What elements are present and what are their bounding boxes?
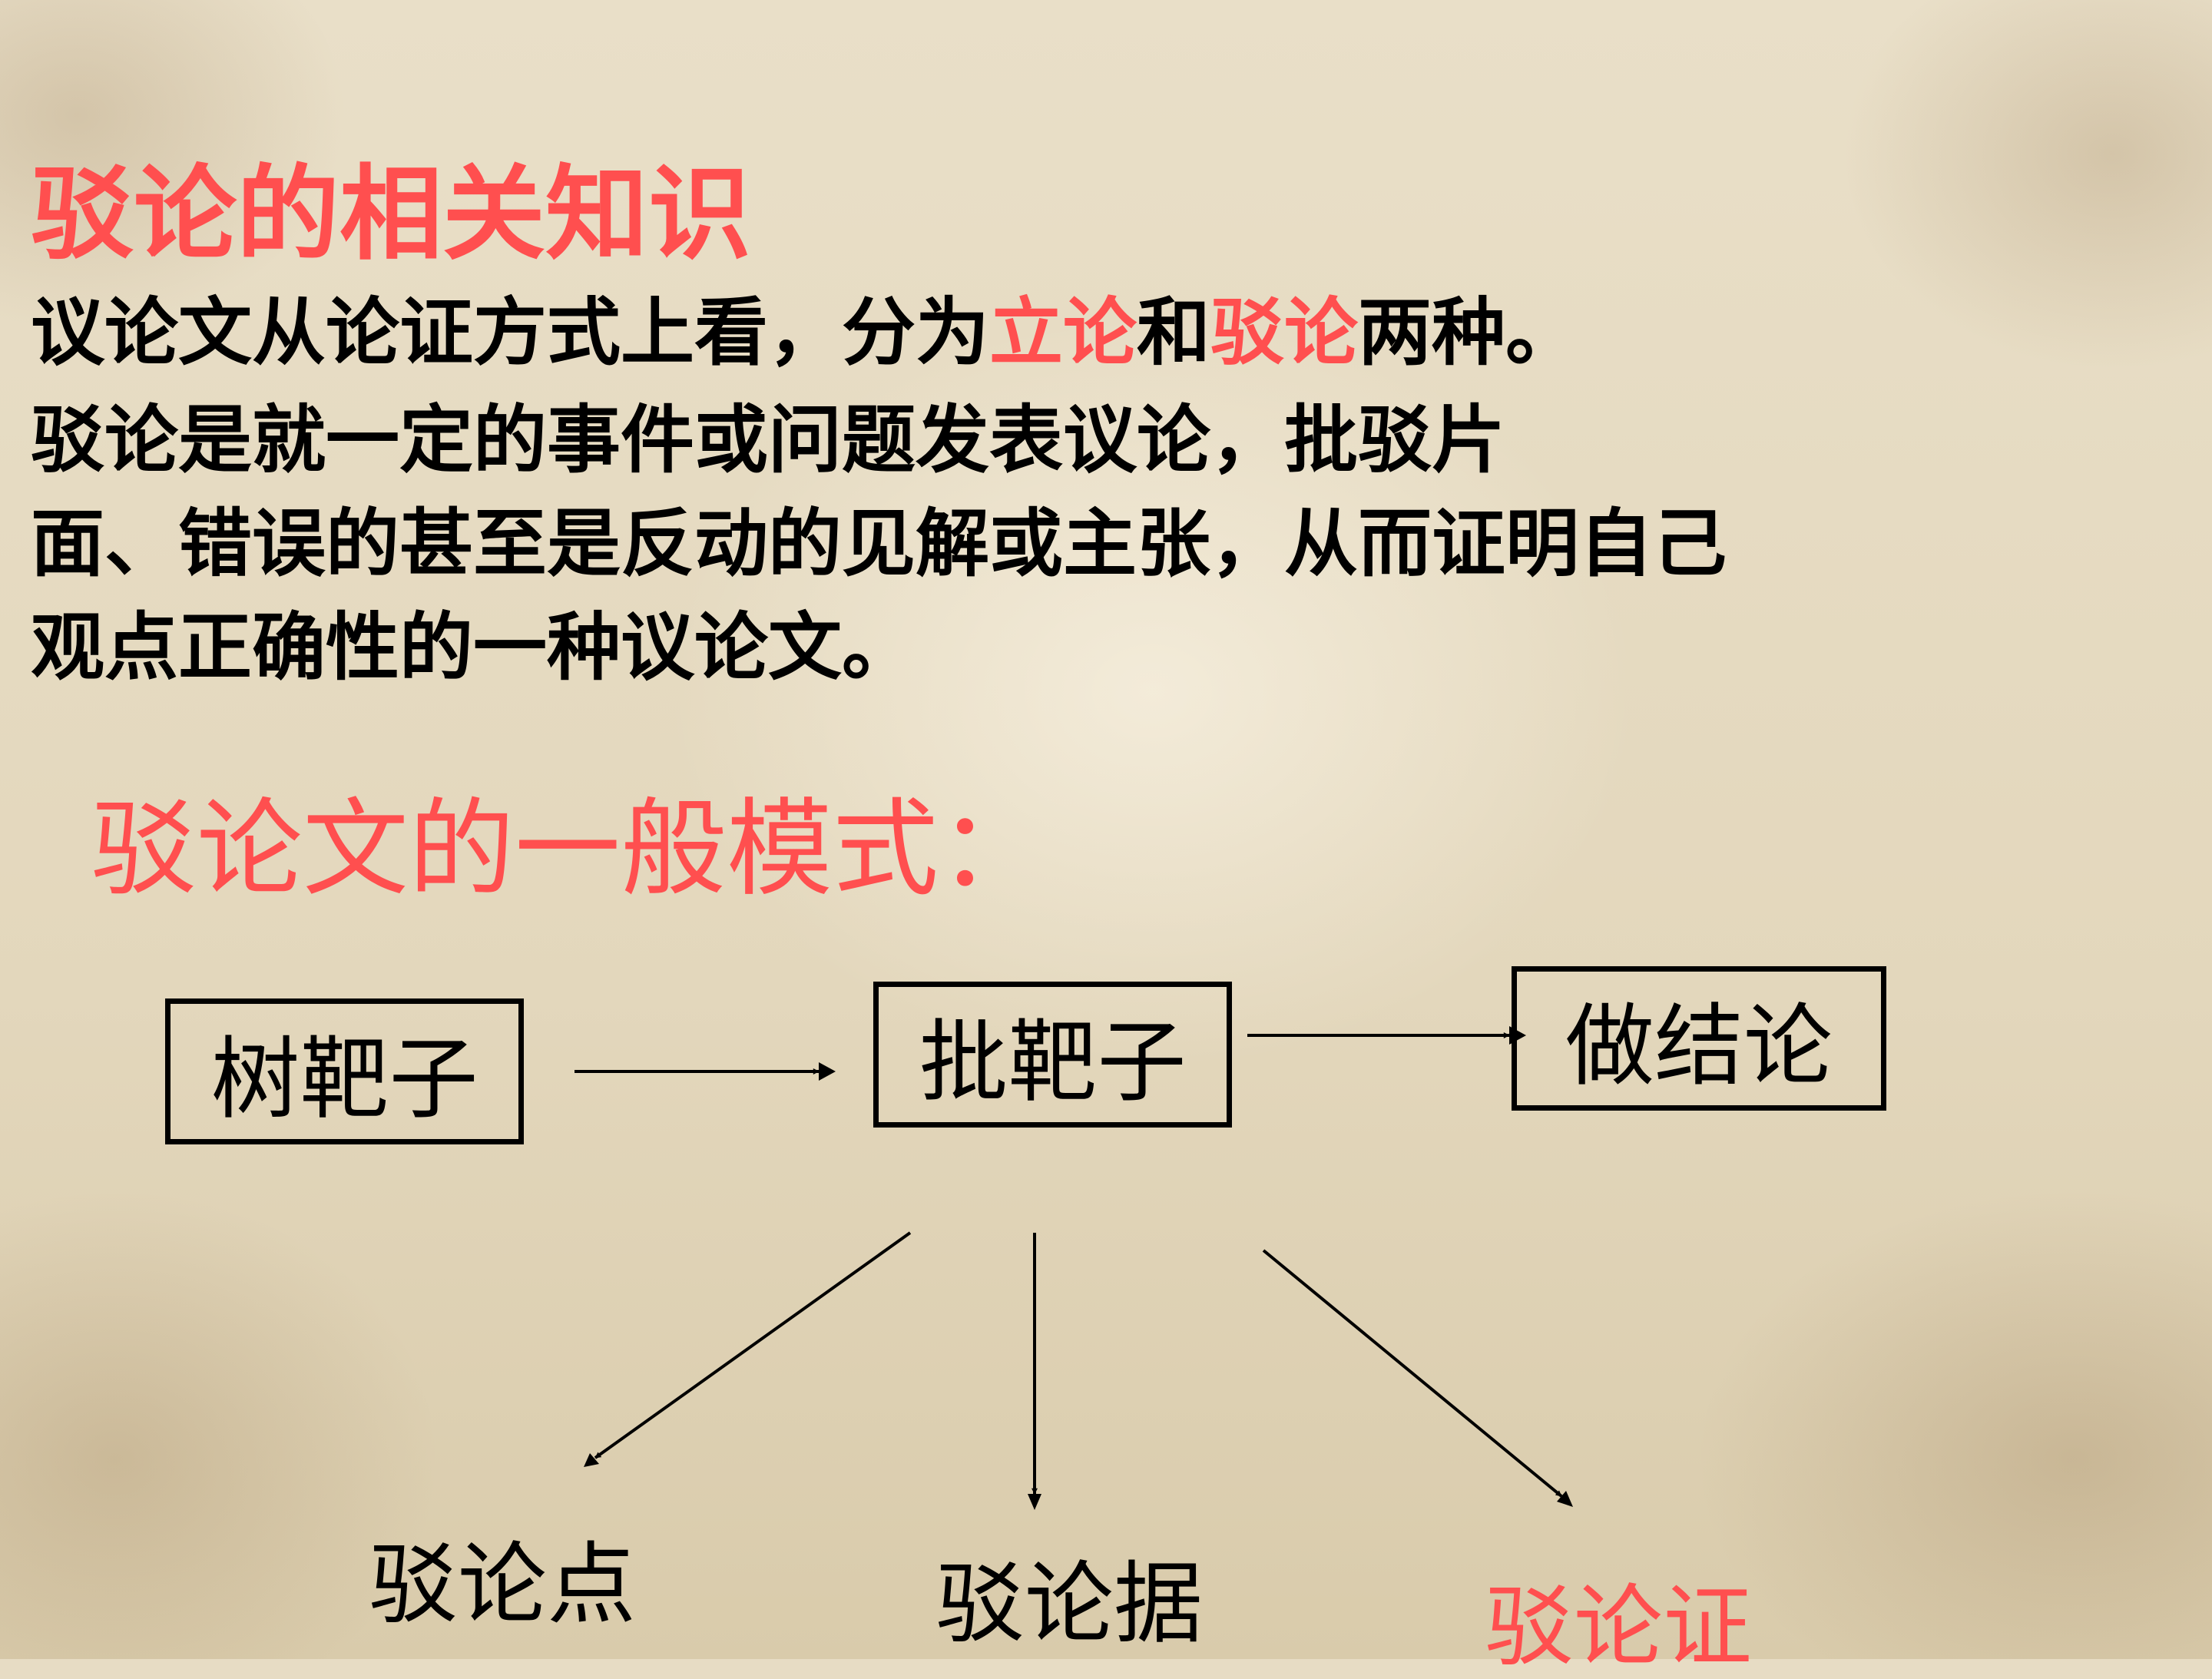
box-refute-target: 批靶子 xyxy=(873,982,1232,1128)
box-refute-target-label: 批靶子 xyxy=(919,1011,1187,1114)
arrowhead-1 xyxy=(819,1062,836,1081)
arrow-to-refute-point xyxy=(594,1231,912,1459)
box-set-target: 树靶子 xyxy=(165,998,524,1144)
intro-line-4: 观点正确性的一种议论文。 xyxy=(31,604,916,690)
arrowhead-3 xyxy=(584,1453,599,1467)
intro-line-1-before: 议论文从论证方式上看，分为 xyxy=(31,289,989,376)
branch-refute-point: 驳论点 xyxy=(369,1533,636,1637)
arrow-to-refute-argument xyxy=(1262,1249,1563,1498)
term-bolun: 驳论 xyxy=(1210,289,1358,376)
intro-line-1-after: 两种。 xyxy=(1358,289,1579,376)
intro-line-3: 面、错误的甚至是反动的见解或主张，从而证明自己 xyxy=(31,500,1727,587)
box-conclusion: 做结论 xyxy=(1512,966,1886,1111)
diagram-title: 驳论文的一般模式： xyxy=(91,787,1045,911)
box-set-target-label: 树靶子 xyxy=(210,1028,478,1131)
arrowhead-4 xyxy=(1028,1494,1041,1510)
intro-line-2: 驳论是就一定的事件或问题发表议论，批驳片 xyxy=(31,396,1505,483)
intro-line-1: 议论文从论证方式上看，分为立论和驳论两种。 xyxy=(31,292,1579,373)
branch-refute-argument: 驳论证 xyxy=(1485,1575,1752,1679)
arrowhead-5 xyxy=(1557,1491,1573,1507)
branch-refute-evidence: 驳论据 xyxy=(935,1552,1203,1656)
page-title: 驳论的相关知识 xyxy=(31,153,752,274)
term-lilun: 立论 xyxy=(989,289,1137,376)
arrowhead-2 xyxy=(1509,1026,1526,1045)
box-conclusion-label: 做结论 xyxy=(1565,995,1833,1098)
intro-line-1-middle: 和 xyxy=(1137,289,1210,376)
